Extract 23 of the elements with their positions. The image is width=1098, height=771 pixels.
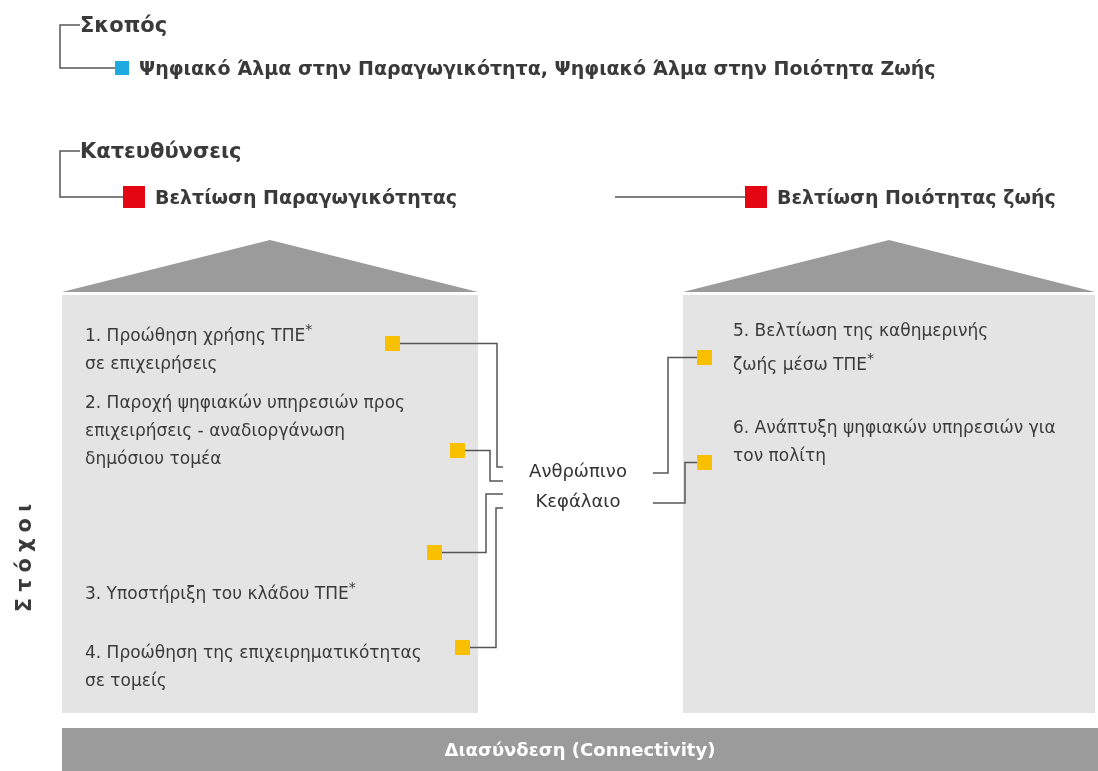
goal-text: 5. Βελτίωση της καθημερινής ζωής μέσω ΤΠΕ$^{*}$ — [733, 319, 990, 376]
goal-text: 2. Παροχή ψηφιακών υπηρεσιών προς επιχειρήσεις - αναδιοργάνωση δημόσιου τομέα — [85, 391, 406, 470]
connector-line — [441, 493, 504, 554]
section-heading: Σκοπός — [80, 13, 168, 37]
direction-label: Ψηφιακό Άλμα στην Παραγωγικότητα, Ψηφιακό Άλμα στην Ποιότητα Ζωής — [139, 57, 936, 79]
connector-line — [464, 449, 504, 482]
foundation-bar: Διασύνδεση (Connectivity) — [62, 728, 1098, 771]
section-heading: Κατευθύνσεις — [80, 139, 242, 163]
axis-title: Στόχοι — [12, 497, 36, 613]
connector-line — [652, 356, 698, 474]
goal-text: 1. Προώθηση χρήσης ΤΠΕ$^{*}$ σε επιχειρήσεις — [85, 320, 314, 375]
connector-line — [399, 342, 504, 468]
connector-line — [59, 150, 124, 198]
hub-label: Ανθρώπινο Κεφάλαιο — [528, 459, 628, 513]
direction-label: Βελτίωση Παραγωγικότητας — [155, 186, 458, 208]
connector-line — [59, 24, 116, 69]
connector-line — [652, 461, 698, 504]
goal-text: 3. Υποστήριξη του κλάδου ΤΠΕ$^{*}$ — [85, 578, 357, 605]
goal-text: 6. Ανάπτυξη ψηφιακών υπηρεσιών για τον πολίτη — [733, 416, 1057, 467]
direction-label: Βελτίωση Ποιότητας ζωής — [777, 186, 1056, 208]
connector-line — [614, 196, 746, 198]
goal-text: 4. Προώθηση της επιχειρηματικότητας σε τομείς — [85, 641, 423, 692]
connector-line — [469, 507, 504, 649]
